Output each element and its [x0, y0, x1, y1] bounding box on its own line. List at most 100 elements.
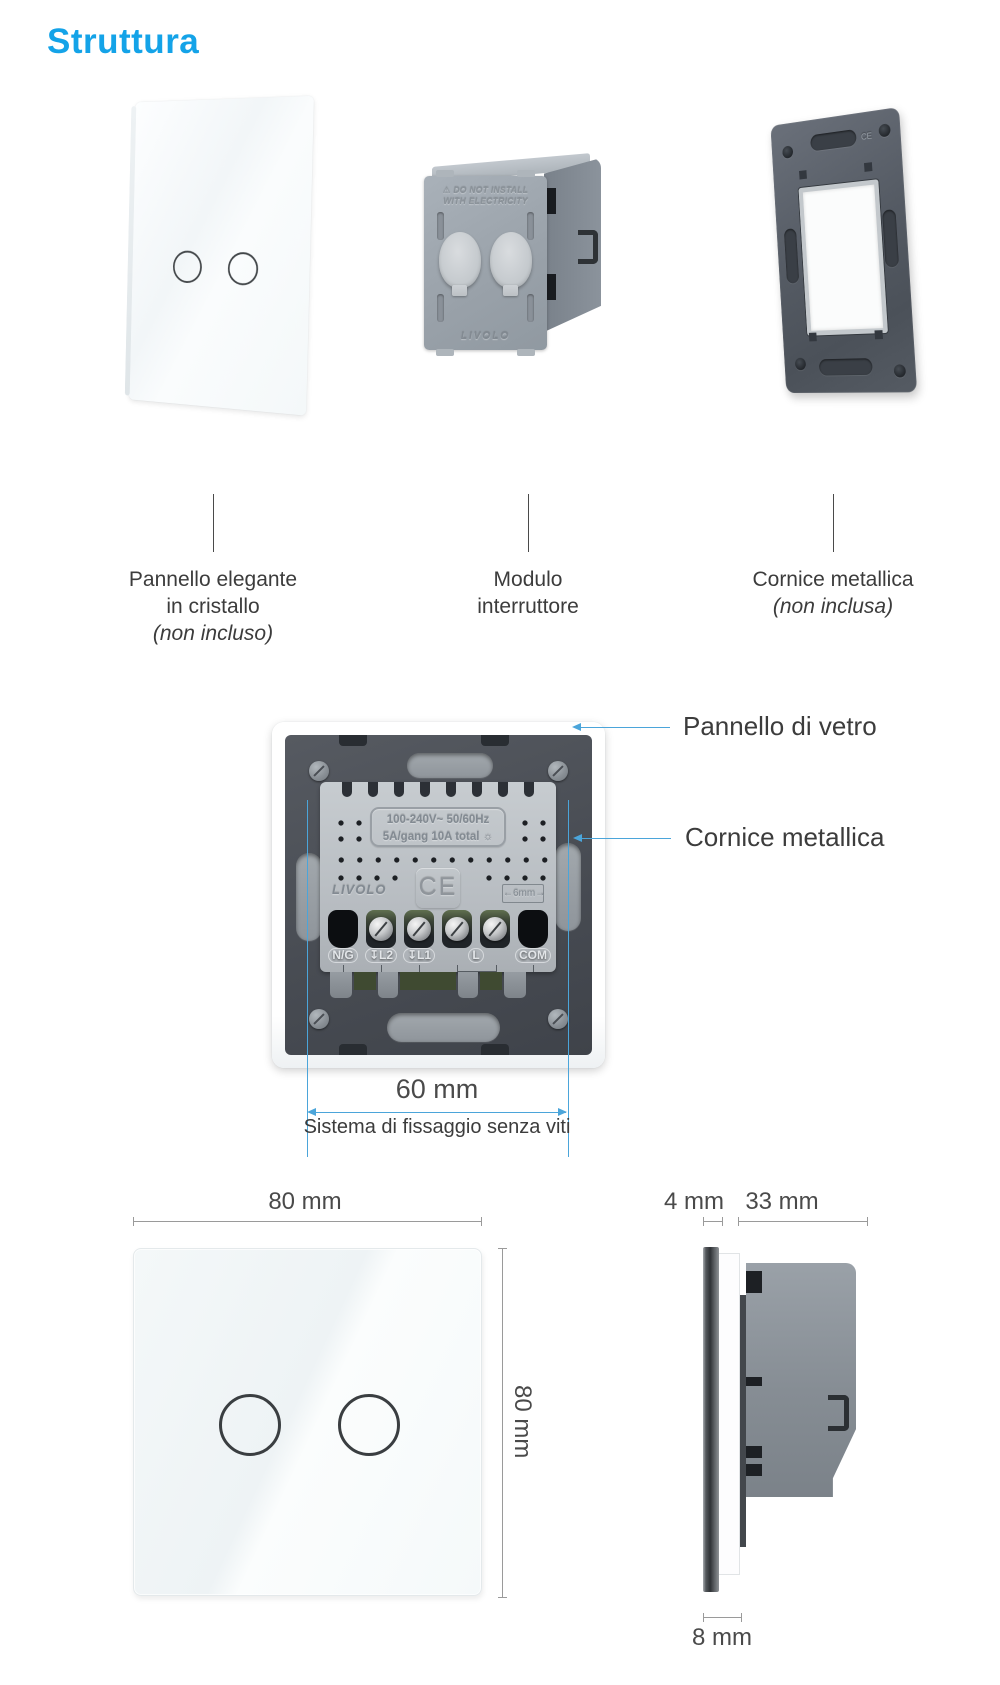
module-back: 100-240V~ 50/60Hz 5A/gang 10A total ☼ LI…: [320, 782, 556, 972]
touch-circle-icon: [219, 1394, 281, 1456]
caption-metal-frame: Cornice metallica (non inclusa): [703, 566, 963, 620]
warning-line1: DO NOT INSTALL: [453, 185, 529, 195]
vent-dots: [328, 848, 550, 864]
frame-square-cutout: [874, 330, 883, 340]
frame-opening: [798, 179, 888, 336]
terminal-screw: [366, 910, 396, 948]
vent-dots: [328, 866, 400, 882]
side-view-gap: [740, 1295, 746, 1547]
fixing-system-caption: Sistema di fissaggio senza viti: [303, 1116, 571, 1138]
dimension-line: [703, 1217, 723, 1226]
vent-notch: [342, 782, 352, 797]
dimension-height: 80 mm: [509, 1385, 536, 1459]
ce-mark: CE: [416, 868, 460, 908]
frame-notch: [481, 1044, 509, 1055]
vent-notch: [498, 782, 508, 797]
metal-frame-image: CE: [770, 106, 918, 394]
module-notch: [746, 1446, 762, 1458]
terminal-hole: [518, 910, 548, 948]
pcb-edge: [480, 972, 502, 990]
caption-line: interruttore: [477, 595, 579, 618]
touch-circle-icon: [172, 250, 203, 284]
callout-glass-label: Pannello di vetro: [683, 711, 877, 741]
dimension-edge: 8 mm: [692, 1624, 752, 1651]
sensor-pad-stem: [452, 285, 467, 296]
vent-notch: [420, 782, 430, 797]
terminal-label: ↧L1: [399, 948, 439, 963]
module-notch: [746, 1271, 762, 1293]
vent-dots: [476, 866, 548, 882]
terminal-screw: [404, 910, 434, 948]
switch-module-image: ⚠ DO NOT INSTALL WITH ELECTRICITY LIVOLO: [424, 153, 606, 358]
ce-mark: CE: [860, 130, 873, 142]
rating-plate: 100-240V~ 50/60Hz 5A/gang 10A total ☼: [370, 807, 506, 847]
terminal-tick: [533, 965, 534, 972]
page-title: Struttura: [47, 22, 200, 61]
sensor-pad-stem: [503, 285, 518, 296]
pcb-edge: [400, 972, 456, 990]
frame-square-cutout: [808, 332, 817, 342]
brand-logo: LIVOLO: [332, 882, 387, 897]
pointer-line: [213, 494, 214, 552]
side-view-module-body: [746, 1263, 856, 1497]
terminal-screw: [442, 910, 472, 948]
caption-note: (non inclusa): [772, 595, 894, 618]
module-foot: [458, 972, 478, 998]
terminal-tick: [343, 965, 344, 972]
caption-line: in cristallo: [166, 595, 260, 618]
callout-arrow-icon: [573, 834, 582, 842]
terminal-tick: [419, 965, 420, 972]
pcb-edge: [354, 972, 376, 990]
glass-panel-image: [124, 95, 314, 416]
touch-sensor-pad: [490, 232, 532, 288]
screw-icon: [548, 1009, 568, 1029]
front-view-image: [133, 1248, 482, 1596]
vent-notch: [394, 782, 404, 797]
pointer-line: [528, 494, 529, 552]
screw-icon: [309, 1009, 329, 1029]
dimension-60mm: 60 mm: [395, 1074, 479, 1104]
side-view-panel-frame: [719, 1253, 740, 1575]
vent-notch: [446, 782, 456, 797]
module-foot: [378, 972, 398, 998]
terminal-screw: [480, 910, 510, 948]
terminal-hole: [328, 910, 358, 948]
module-notch: [544, 188, 556, 214]
rating-line1: 100-240V~ 50/60Hz: [386, 814, 490, 826]
module-tab: [436, 349, 454, 356]
vent-notch: [524, 782, 534, 797]
touch-sensor-pad: [439, 232, 481, 288]
caption-line: Modulo: [493, 568, 563, 591]
warning-triangle-icon: ⚠: [442, 185, 451, 195]
dimension-glass-thickness: 4 mm: [664, 1188, 724, 1215]
side-view-glass-edge: [703, 1247, 719, 1592]
dimension-line: [133, 1217, 482, 1226]
module-clamp-slot: [828, 1395, 849, 1431]
extension-line: [307, 800, 308, 1157]
terminal-bracket: [457, 965, 497, 972]
caption-note: (non incluso): [152, 622, 274, 645]
mounting-slot: [387, 1013, 500, 1042]
module-slot: [437, 212, 444, 240]
terminal-label: COM: [513, 948, 553, 963]
frame-notch: [481, 735, 509, 746]
vent-notch: [368, 782, 378, 797]
terminal-tick: [381, 965, 382, 972]
caption-line: Cornice metallica: [752, 568, 914, 591]
module-clamp-slot: [578, 230, 598, 264]
dimension-line: [703, 1613, 742, 1622]
screw-icon: [548, 761, 568, 781]
caption-glass-panel: Pannello elegante in cristallo (non incl…: [83, 566, 343, 647]
brand-logo: LIVOLO: [460, 331, 511, 342]
frame-notch: [339, 735, 367, 746]
back-view-image: 100-240V~ 50/60Hz 5A/gang 10A total ☼ LI…: [272, 722, 605, 1068]
dimension-arrow-icon: [558, 1108, 567, 1116]
module-side-face: [544, 158, 601, 332]
glass-panel-edge: [124, 106, 137, 396]
dimension-line: [309, 1112, 566, 1113]
frame-square-cutout: [799, 170, 807, 180]
dimension-line: [738, 1217, 868, 1226]
touch-circle-icon: [227, 251, 259, 286]
caption-line: Pannello elegante: [128, 568, 298, 591]
